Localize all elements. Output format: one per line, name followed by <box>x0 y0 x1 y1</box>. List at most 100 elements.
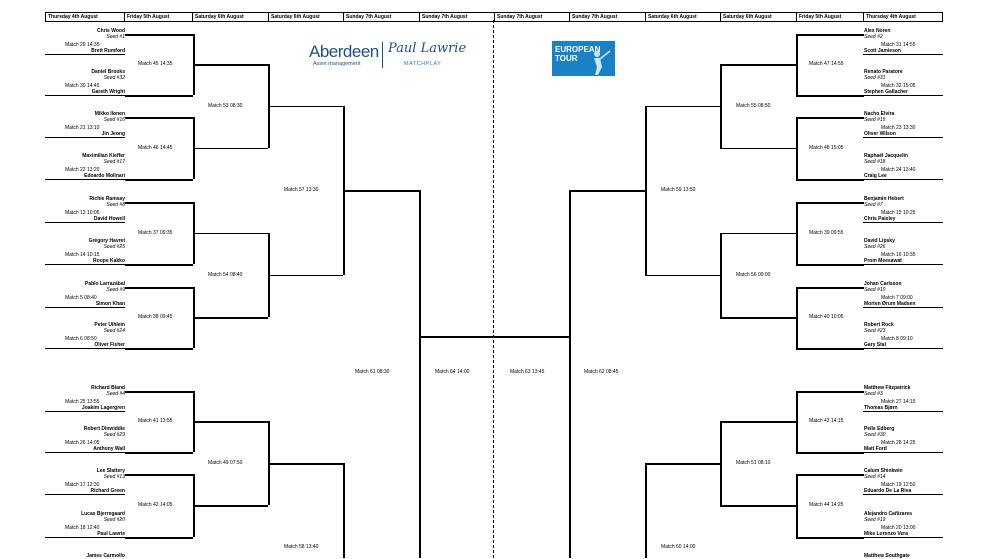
player-name: Thomas Bjørn <box>864 405 898 411</box>
seed-label: Seed #30 <box>864 432 886 438</box>
seed-label: Seed #15 <box>864 117 886 123</box>
round1-line <box>863 222 943 223</box>
match-label: Match 59 13:50 <box>661 187 696 194</box>
column-header: Sunday 7th August <box>343 12 419 22</box>
match-label: Match 63 13:45 <box>510 369 545 375</box>
column-header: Saturday 6th August <box>192 12 268 22</box>
player-name: Chris Paisley <box>864 216 896 222</box>
match-label: Match 29 14:35 <box>65 42 100 48</box>
player-name: Raphaël Jacquelin <box>864 153 908 159</box>
round2-line <box>796 95 864 97</box>
round2-line <box>796 264 864 266</box>
player-name: Eduardo De La Riva <box>864 488 912 494</box>
round1-line <box>45 452 125 453</box>
seed-label: Seed #14 <box>864 474 886 480</box>
player-name: Pablo Larrazábal <box>84 281 125 287</box>
seed-label: Seed #23 <box>864 328 886 334</box>
logo-divider <box>382 42 383 68</box>
match-label: Match 13 10:05 <box>65 210 100 216</box>
match-label: Match 22 13:20 <box>65 167 100 173</box>
player-name: Peter Uihlein <box>94 322 125 328</box>
match-label: Match 25 13:55 <box>65 399 100 405</box>
player-name: Maximilian Kieffer <box>82 153 125 159</box>
round3-line <box>193 317 268 319</box>
round1-line <box>45 494 125 495</box>
match-label: Match 27 14:15 <box>881 399 916 405</box>
player-name: Jin Jeong <box>101 131 125 137</box>
player-name: Alex Noren <box>864 28 891 34</box>
player-name: Oliver Fisher <box>94 342 125 348</box>
player-name: Mike Lorenzo Vera <box>864 531 908 537</box>
round1-line <box>45 348 125 349</box>
seed-label: Seed #3 <box>864 391 883 397</box>
player-name: Robert Rock <box>864 322 894 328</box>
player-name: Joakim Lagergren <box>81 405 125 411</box>
round3-line <box>193 421 268 423</box>
round3-line <box>193 147 268 149</box>
seed-label: Seed #31 <box>864 75 886 81</box>
round1-line <box>863 264 943 265</box>
column-header: Saturday 6th August <box>645 12 720 22</box>
round2-line <box>125 202 193 204</box>
round1-line <box>863 307 943 308</box>
seed-label: Seed #17 <box>103 159 125 165</box>
round2-line <box>125 287 193 289</box>
match-label: Match 15 10:25 <box>881 210 916 216</box>
aberdeen-logo: Aberdeen <box>309 42 379 61</box>
round2-line <box>796 348 864 350</box>
round2-line <box>125 348 193 350</box>
match-label: Match 39 09:55 <box>809 229 844 236</box>
column-header: Thursday 4th August <box>863 12 943 22</box>
match-label: Match 23 13:30 <box>881 125 916 131</box>
round4-line <box>268 274 343 277</box>
round1-line <box>863 54 943 55</box>
match-label: Match 21 13:10 <box>65 125 100 131</box>
match-label: Match 47 14:55 <box>809 61 844 67</box>
player-name: Edoardo Molinari <box>84 173 125 179</box>
player-name: Johan Carlsson <box>864 281 902 287</box>
match-label: Match 5 08:40 <box>65 295 97 301</box>
match-label: Match 58 13:40 <box>284 544 319 550</box>
seed-label: Seed #9 <box>106 287 125 293</box>
match-label: Match 30 14:45 <box>65 83 100 89</box>
qf-connector <box>419 190 421 558</box>
player-name: Lee Slattery <box>96 468 125 474</box>
seed-label: Seed #32 <box>103 75 125 81</box>
round2-line <box>125 179 193 181</box>
match-label: Match 31 14:55 <box>881 42 916 48</box>
player-name: Simon Khan <box>95 301 125 307</box>
match-label: Match 37 09:35 <box>138 229 173 236</box>
match-label: Match 46 14:45 <box>138 144 173 151</box>
match-label: Match 17 12:30 <box>65 482 100 488</box>
round2-line <box>796 452 864 454</box>
seed-label: Seed #19 <box>864 517 886 523</box>
round2-line <box>796 179 864 181</box>
round1-line <box>45 411 125 412</box>
match-label: Match 56 09:00 <box>736 271 771 278</box>
round1-line <box>863 95 943 96</box>
match-label: Match 57 13:30 <box>284 187 319 194</box>
round1-line <box>45 264 125 265</box>
player-name: Morten Ørum Madsen <box>864 301 916 307</box>
round3-line <box>720 421 796 423</box>
column-header: Friday 5th August <box>796 12 863 22</box>
round3-line <box>720 64 796 66</box>
round2-connector <box>796 287 798 348</box>
golfer-icon <box>594 50 611 75</box>
player-name: Renato Paratore <box>864 69 903 75</box>
round1-line <box>45 179 125 180</box>
match-label: Match 42 14:05 <box>138 502 173 508</box>
match-label: Match 40 10:05 <box>809 314 844 320</box>
round4-connector <box>343 463 345 558</box>
seed-label: Seed #16 <box>103 117 125 123</box>
player-name: James Carmollo <box>86 553 125 559</box>
seed-label: Seed #2 <box>864 34 883 40</box>
european-tour-logo: EUROPEAN TOUR <box>552 41 615 76</box>
player-name: David Lipsky <box>864 238 895 244</box>
seed-label: Seed #29 <box>103 432 125 438</box>
match-label: Match 19 12:50 <box>881 482 916 488</box>
player-name: Benjamin Hebert <box>864 196 904 202</box>
player-name: Chris Wood <box>97 28 125 34</box>
round2-line <box>125 452 193 454</box>
column-header: Saturday 6th August <box>720 12 796 22</box>
